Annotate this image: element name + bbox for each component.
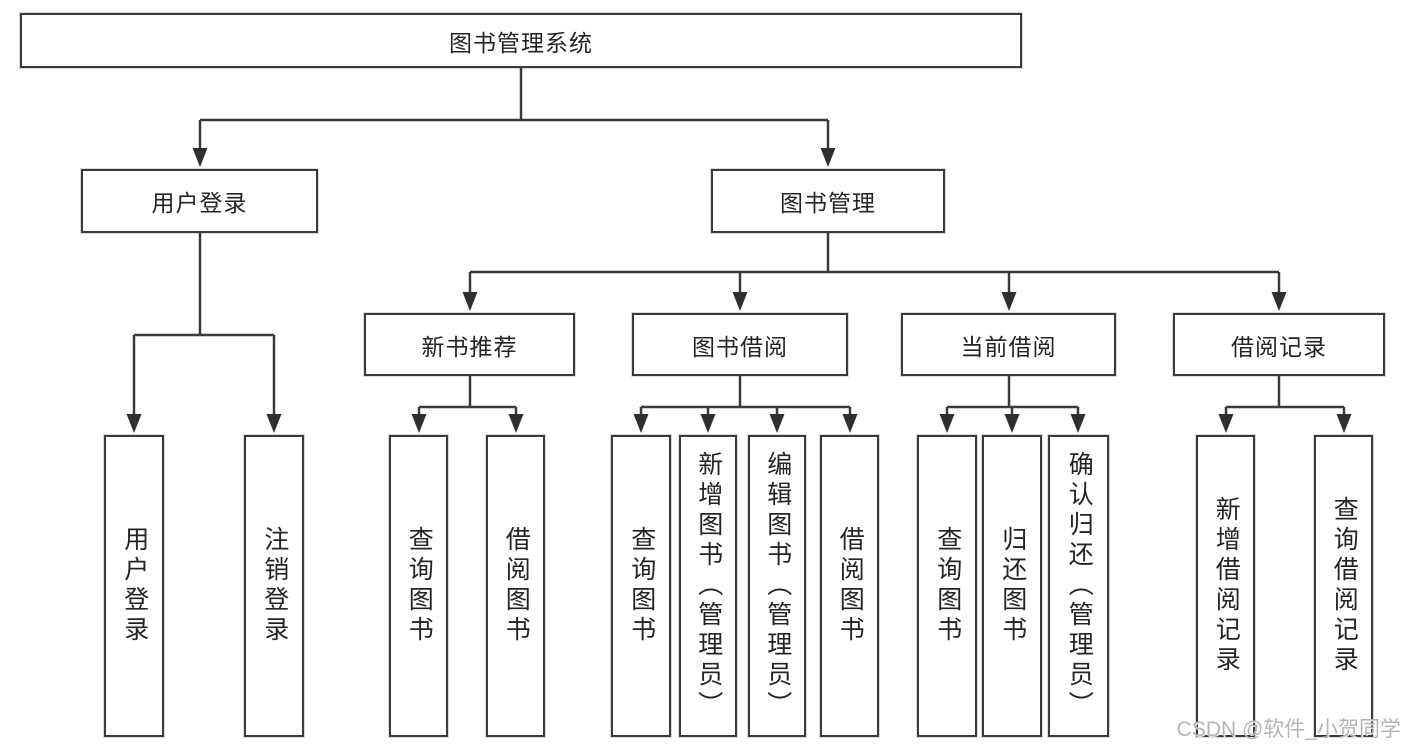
node-query-books-current: 查询图书 xyxy=(917,435,977,737)
node-user-login: 用户登录 xyxy=(81,169,318,233)
node-add-book-admin: 新增图书（管理员） xyxy=(679,435,737,737)
node-query-borrow-record: 查询借阅记录 xyxy=(1314,435,1373,737)
node-borrow-records: 借阅记录 xyxy=(1173,313,1385,376)
arrowheads xyxy=(126,148,1352,433)
node-return-book: 归还图书 xyxy=(982,435,1042,737)
node-new-book-recommend: 新书推荐 xyxy=(364,313,575,376)
node-edit-book-admin: 编辑图书（管理员） xyxy=(748,435,806,737)
node-book-borrow: 图书借阅 xyxy=(632,313,848,376)
node-confirm-return-admin: 确认归还（管理员） xyxy=(1048,435,1109,737)
node-logout-leaf: 注销登录 xyxy=(244,435,304,737)
node-query-books-borrow: 查询图书 xyxy=(611,435,671,737)
node-query-books-recommend: 查询图书 xyxy=(389,435,448,737)
node-borrow-books-recommend: 借阅图书 xyxy=(486,435,545,737)
node-add-borrow-record: 新增借阅记录 xyxy=(1196,435,1255,737)
node-borrow-books-leaf: 借阅图书 xyxy=(820,435,879,737)
node-library-system: 图书管理系统 xyxy=(20,13,1022,68)
node-current-borrow: 当前借阅 xyxy=(901,313,1116,376)
watermark: CSDN @软件_小贺同学 xyxy=(1176,718,1401,741)
node-book-management: 图书管理 xyxy=(711,169,945,233)
node-login-leaf: 用户登录 xyxy=(104,435,164,737)
